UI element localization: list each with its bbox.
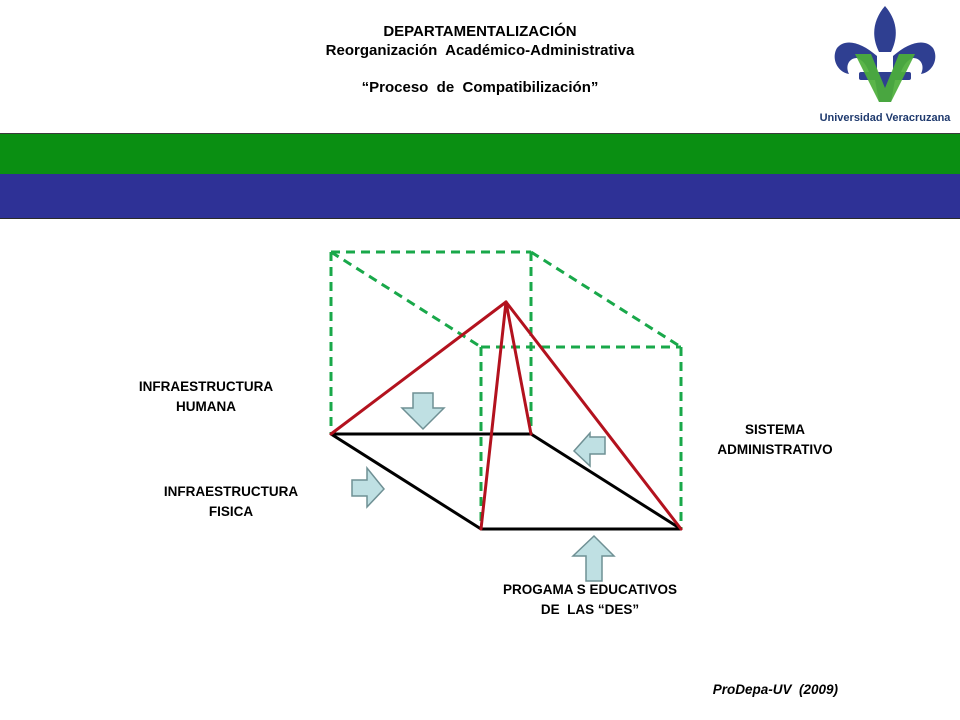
label-infraestructura-fisica: INFRAESTRUCTURA FISICA	[151, 482, 311, 522]
label-line: PROGAMA S EDUCATIVOS	[502, 582, 677, 597]
pyramid-edges	[329, 300, 683, 531]
arrow-up-icon	[571, 534, 616, 582]
green-band	[0, 133, 960, 174]
footer-credit: ProDepa-UV (2009)	[712, 682, 838, 697]
label-line: INFRAESTRUCTURA	[163, 484, 299, 499]
header-title: DEPARTAMENTALIZACIÓN	[383, 23, 577, 40]
arrow-left-icon	[572, 431, 606, 468]
label-line: SISTEMA	[744, 422, 805, 437]
fleur-de-lis-v-logo-icon	[834, 6, 936, 102]
header-subtitle-line: Reorganización Académico-Administrativa	[325, 42, 635, 59]
cube-edge-left-top	[330, 250, 482, 349]
label-line: ADMINISTRATIVO	[717, 442, 833, 457]
pyramid-edge-back-left	[329, 300, 508, 436]
pyramid-edge-front-right	[504, 300, 683, 531]
arrow-right-icon	[351, 465, 385, 509]
university-logo: Universidad Veracruzana	[815, 2, 955, 128]
label-line: DE LAS “DES”	[540, 602, 640, 617]
logo-caption: Universidad Veracruzana	[819, 112, 951, 124]
label-line: FISICA	[208, 504, 254, 519]
blue-band	[0, 174, 960, 219]
label-line: INFRAESTRUCTURA	[138, 379, 274, 394]
label-infraestructura-humana: INFRAESTRUCTURA HUMANA	[126, 377, 286, 417]
base-outline	[329, 432, 683, 531]
pyramid-edge-back-right	[504, 300, 533, 436]
cube-edge-right-top	[530, 250, 682, 349]
pyramid-edge-front-left	[479, 300, 508, 531]
label-programas-educativos: PROGAMA S EDUCATIVOS DE LAS “DES”	[470, 580, 710, 620]
pyramid-base	[329, 432, 683, 531]
label-line: HUMANA	[176, 399, 236, 414]
header-text: DEPARTAMENTALIZACIÓN Reorganización Acad…	[180, 22, 780, 97]
label-sistema-administrativo: SISTEMA ADMINISTRATIVO	[690, 420, 860, 460]
process-title: “Proceso de Compatibilización”	[361, 79, 599, 96]
arrow-down-icon	[400, 392, 446, 431]
